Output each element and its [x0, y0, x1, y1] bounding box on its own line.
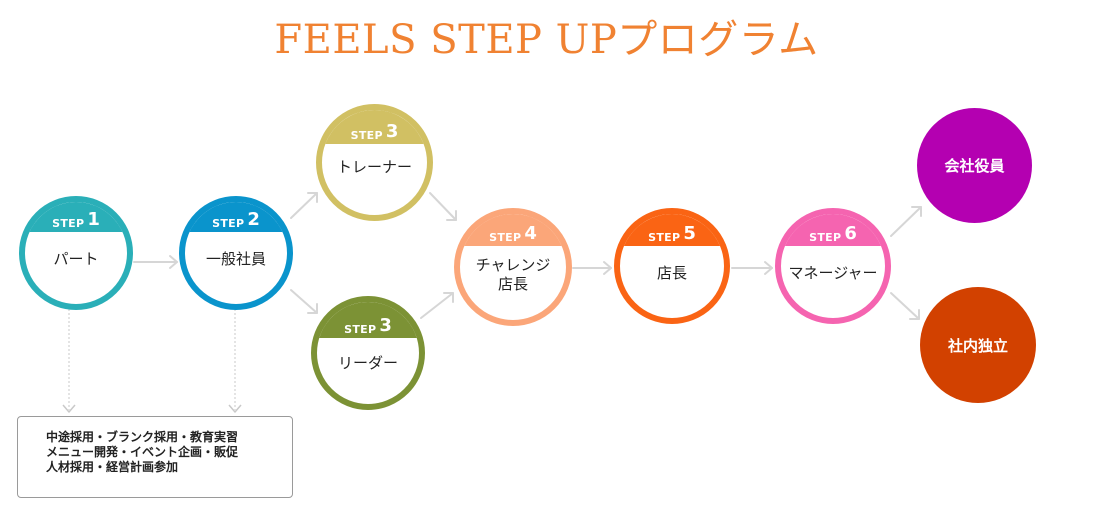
step-number: 4 [524, 223, 537, 244]
step-number: 3 [379, 315, 392, 336]
arrow-step4-step5 [572, 261, 612, 275]
description-line: 人材採用・経営計画参加 [46, 460, 179, 474]
step-label: リーダー [337, 354, 398, 372]
arrow-leader-step4 [420, 292, 454, 319]
arrow-trainer-step4 [429, 192, 457, 221]
step-prefix: STEP [489, 231, 522, 244]
step-prefix: STEP [344, 323, 377, 336]
outcome-label: 社内独立 [947, 336, 1008, 355]
description-line: 中途採用・ブランク採用・教育実習 [46, 430, 239, 444]
arrow-step6-executive [890, 206, 922, 237]
step-number: 6 [844, 223, 857, 244]
step-label: 一般社員 [205, 250, 266, 268]
description-box: 中途採用・ブランク採用・教育実習 メニュー開発・イベント企画・販促 人材採用・経… [17, 416, 293, 498]
step-number: 3 [385, 121, 399, 142]
step-number: 2 [247, 209, 260, 230]
step-label: パート [53, 250, 99, 268]
outcome-node-o1: 会社役員 [917, 108, 1032, 223]
step-label: マネージャー [788, 264, 878, 282]
outcome-node-o2: 社内独立 [920, 287, 1036, 403]
dotted-arrowhead-step2 [228, 404, 242, 413]
arrow-step6-independence [890, 292, 920, 320]
arrow-step2-leader [290, 289, 318, 314]
arrow-step1-step2 [133, 255, 178, 269]
outcome-label: 会社役員 [944, 157, 1005, 175]
step-prefix: STEP [350, 129, 383, 142]
step-prefix: STEP [212, 217, 245, 230]
step-prefix: STEP [648, 231, 681, 244]
arrow-step5-step6 [731, 261, 773, 275]
arrow-step2-trainer [290, 192, 318, 219]
step-prefix: STEP [52, 217, 85, 230]
step-label: トレーナー [336, 158, 412, 176]
step-number: 1 [87, 209, 100, 230]
dotted-arrowhead-step1 [62, 404, 76, 413]
description-line: メニュー開発・イベント企画・販促 [46, 445, 239, 459]
page-title: FEELS STEP UPプログラム [274, 17, 819, 63]
step-label: チャレンジ 店長 [475, 256, 551, 293]
step-number: 5 [683, 223, 696, 244]
step-label: 店長 [656, 264, 687, 282]
step-prefix: STEP [809, 231, 842, 244]
